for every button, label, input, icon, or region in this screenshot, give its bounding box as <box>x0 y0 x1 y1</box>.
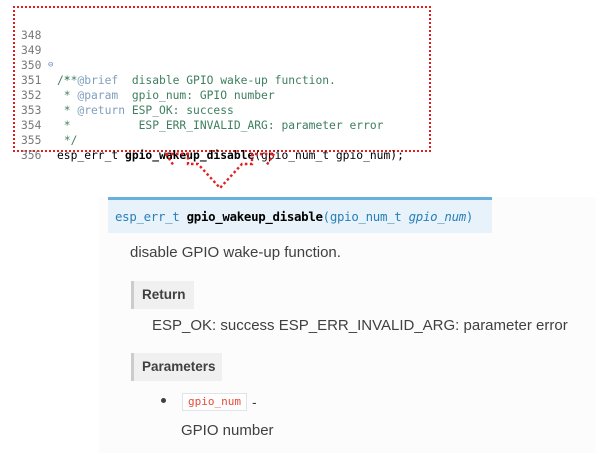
comment-text: */ <box>57 133 78 148</box>
doc-tag: @return <box>77 104 126 117</box>
source-code-highlight: 348 349 ⊖ /** 350 * @brief disable GPIO … <box>13 6 431 162</box>
comment-text: * ESP_ERR_INVALID_ARG: parameter error <box>57 119 384 132</box>
decl-params: (gpio_num_t gpio_num); <box>254 149 404 162</box>
doc-tag: @brief <box>77 74 119 87</box>
comment-body: ESP_OK: success <box>125 104 234 117</box>
line-number: 354 <box>21 119 42 132</box>
rendered-doc-panel: esp_err_t gpio_wakeup_disable(gpio_num_t… <box>99 197 596 453</box>
param-name-code: gpio_num <box>182 393 247 411</box>
doc-tag: @param <box>77 89 119 102</box>
signature-text: esp_err_t gpio_wakeup_disable(gpio_num_t… <box>115 200 473 233</box>
line-number: 355 <box>21 134 42 147</box>
line-number: 356 <box>21 149 42 162</box>
code-line-353: 353 * ESP_ERR_INVALID_ARG: parameter err… <box>15 88 383 132</box>
comment-text: /** <box>57 74 78 87</box>
function-signature: esp_err_t gpio_wakeup_disable(gpio_num_t… <box>108 197 492 233</box>
signature-close-paren: ) <box>465 209 474 224</box>
code-line-351: 351 * @param gpio_num: GPIO number <box>15 58 275 102</box>
fold-collapse-icon[interactable]: ⊖ <box>48 60 54 70</box>
line-number: 353 <box>21 104 42 117</box>
comment-text: * @return ESP_OK: success <box>57 104 234 117</box>
line-number: 352 <box>21 89 42 102</box>
comment-body: ESP_ERR_INVALID_ARG: parameter error <box>70 119 384 132</box>
param-description: GPIO number <box>181 422 274 439</box>
code-line-352: 352 * @return ESP_OK: success <box>15 73 234 117</box>
comment-body: */ <box>63 134 78 147</box>
code-line-354: 354 */ <box>15 103 77 147</box>
line-number: 349 <box>21 44 42 57</box>
brief-description: disable GPIO wake-up function. <box>130 244 341 261</box>
line-number: 350 <box>21 59 42 72</box>
code-line-356: 356 <box>15 133 42 162</box>
signature-function-name: gpio_wakeup_disable <box>186 209 323 224</box>
parameters-field-label: Parameters <box>131 353 222 381</box>
signature-param-type[interactable]: gpio_num_t <box>329 209 402 224</box>
comment-text: * @param gpio_num: GPIO number <box>57 89 275 102</box>
return-field-label: Return <box>131 281 194 309</box>
line-number: 351 <box>21 74 42 87</box>
comment-text: * @brief disable GPIO wake-up function. <box>57 74 336 87</box>
code-line-355: 355 esp_err_t gpio_wakeup_disable(gpio_n… <box>15 118 404 162</box>
signature-param-name: gpio_num <box>408 209 467 224</box>
decl-function-name: gpio_wakeup_disable <box>125 149 255 162</box>
decl-return-type: esp_err_t <box>57 149 126 162</box>
signature-open-paren: ( <box>322 209 330 224</box>
return-description: ESP_OK: success ESP_ERR_INVALID_ARG: par… <box>152 317 568 334</box>
param-separator: - <box>252 394 257 410</box>
declaration: esp_err_t gpio_wakeup_disable(gpio_num_t… <box>57 148 404 163</box>
comment-body: disable GPIO wake-up function. <box>118 74 336 87</box>
comment-body: gpio_num: GPIO number <box>118 89 275 102</box>
code-line-348: 348 <box>15 13 42 42</box>
signature-return-type[interactable]: esp_err_t <box>115 209 180 224</box>
list-bullet <box>161 398 166 403</box>
code-line-350: 350 * @brief disable GPIO wake-up functi… <box>15 43 336 87</box>
code-line-349: 349 ⊖ /** <box>15 28 77 87</box>
line-number: 348 <box>21 29 42 42</box>
